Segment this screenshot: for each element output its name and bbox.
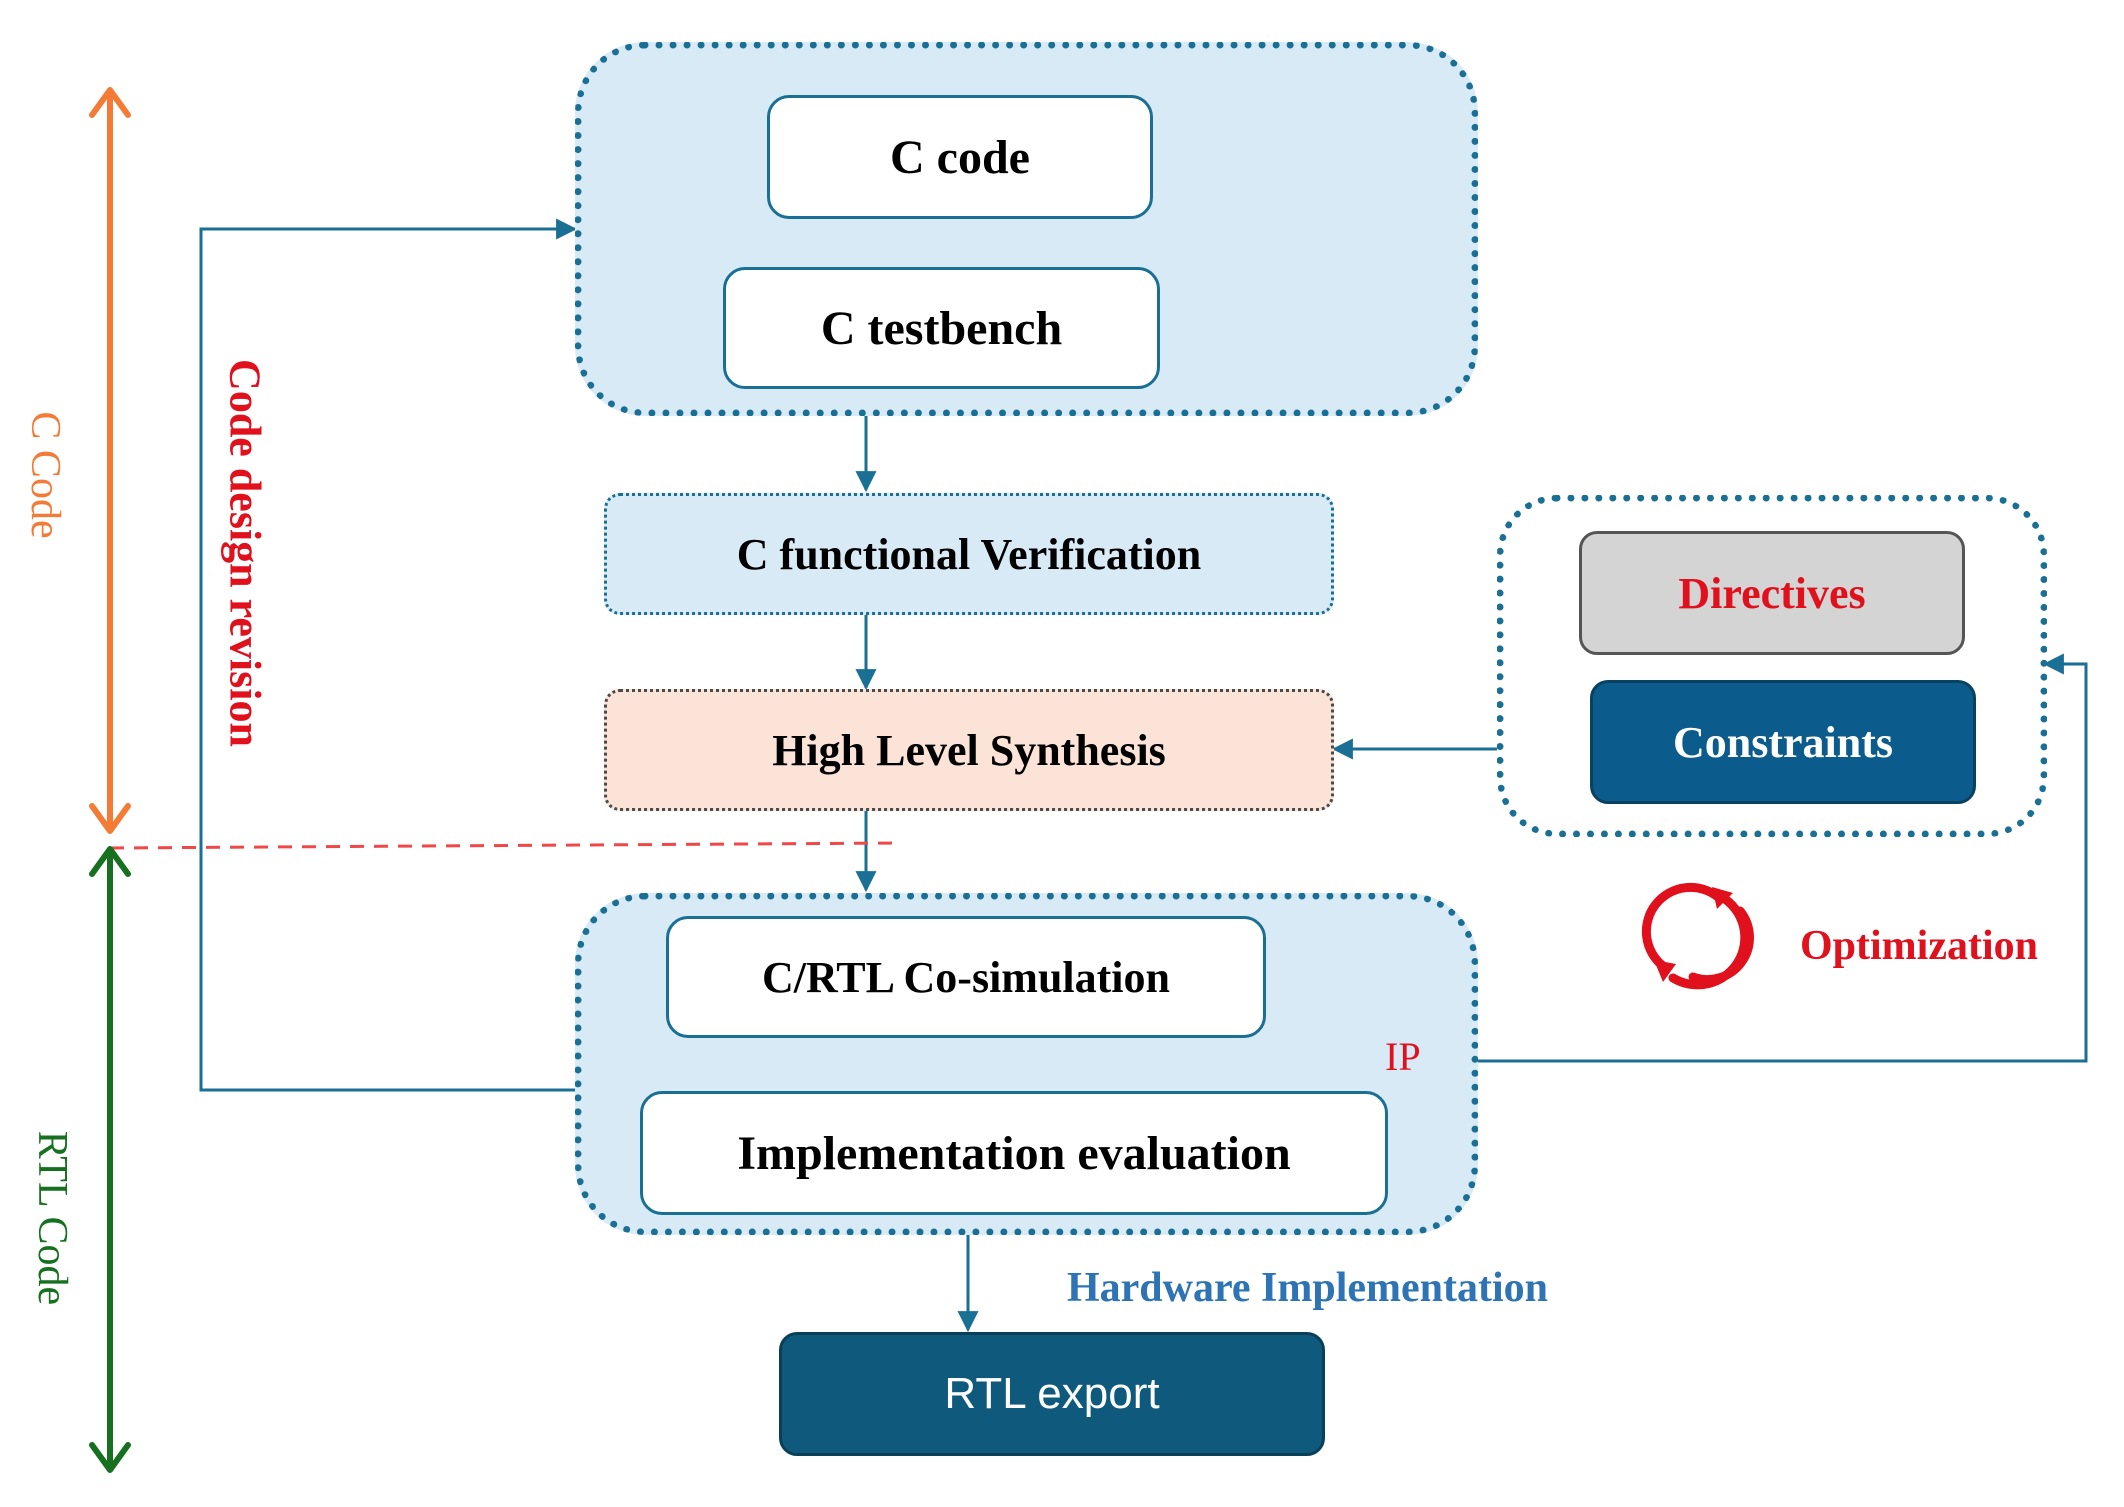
c-testbench-box[interactable]: C testbench: [723, 267, 1160, 389]
high-level-synthesis-box[interactable]: High Level Synthesis: [604, 689, 1334, 811]
high-level-synthesis-label: High Level Synthesis: [772, 725, 1166, 775]
c-rtl-boundary-line: [109, 841, 901, 850]
optimization-cycle-icon: [1641, 882, 1754, 990]
c-code-range-label: C Code: [22, 411, 68, 539]
c-rtl-cosimulation-label: C/RTL Co-simulation: [762, 952, 1170, 1002]
c-code-box[interactable]: C code: [767, 95, 1153, 219]
hardware-implementation-label: Hardware Implementation: [1067, 1265, 1549, 1311]
implementation-evaluation-label: Implementation evaluation: [737, 1126, 1291, 1180]
c-testbench-label: C testbench: [820, 301, 1063, 355]
rtl-export-box[interactable]: RTL export: [779, 1332, 1325, 1456]
ip-label: IP: [1385, 1034, 1421, 1079]
directives-label: Directives: [1678, 568, 1866, 618]
c-functional-verification-label: C functional Verification: [736, 529, 1202, 579]
constraints-box[interactable]: Constraints: [1590, 680, 1976, 804]
rtl-export-label: RTL export: [944, 1369, 1160, 1418]
rtl-code-range-arrow: [89, 846, 131, 1473]
c-rtl-cosimulation-box[interactable]: C/RTL Co-simulation: [666, 916, 1266, 1038]
directives-box[interactable]: Directives: [1579, 531, 1965, 655]
implementation-evaluation-box[interactable]: Implementation evaluation: [640, 1091, 1388, 1215]
c-code-range-arrow: [89, 87, 131, 834]
optimization-label: Optimization: [1800, 923, 2038, 969]
code-design-revision-label: Code design revision: [220, 359, 270, 747]
code-design-revision-loop: [199, 218, 578, 1092]
c-code-label: C code: [890, 130, 1030, 184]
c-functional-verification-box[interactable]: C functional Verification: [604, 493, 1334, 615]
rtl-code-range-label: RTL Code: [29, 1130, 75, 1306]
ip-optimization-loop: [1471, 653, 2088, 1063]
constraints-label: Constraints: [1672, 717, 1894, 767]
